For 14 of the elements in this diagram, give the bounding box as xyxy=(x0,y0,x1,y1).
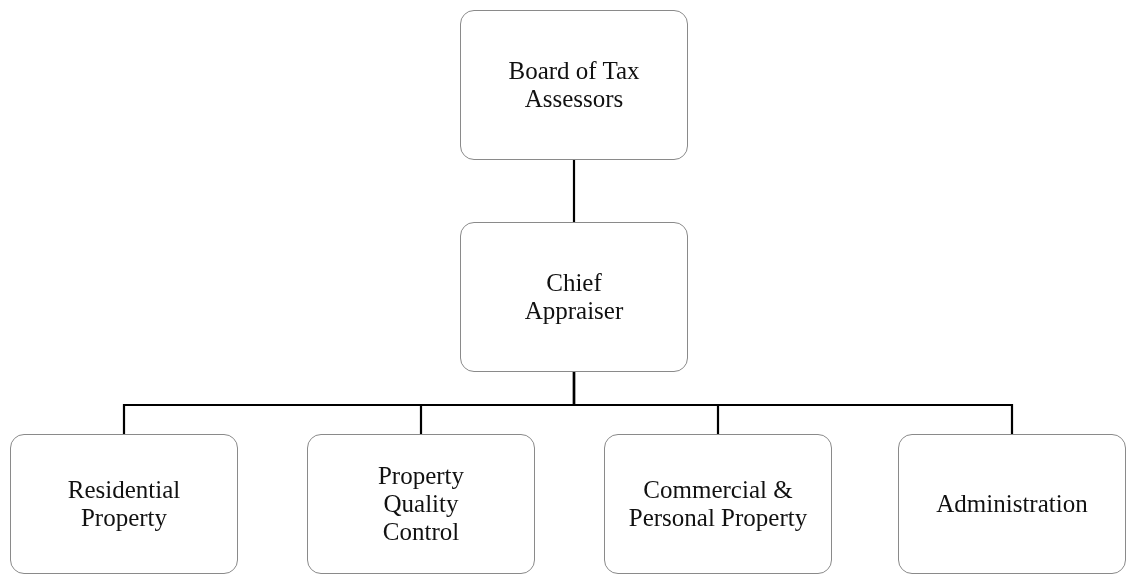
box-label: Board of Tax Assessors xyxy=(507,57,641,113)
box-label: Residential Property xyxy=(66,476,182,532)
org-box xyxy=(307,434,535,574)
box-label: Chief Appraiser xyxy=(523,269,625,325)
connector-line xyxy=(572,372,1014,434)
org-box xyxy=(604,434,832,574)
org-box xyxy=(10,434,238,574)
org-box xyxy=(460,222,688,372)
org-box xyxy=(898,434,1126,574)
connector-line xyxy=(572,160,576,222)
box-label: Administration xyxy=(936,490,1088,518)
box-label: Commercial & Personal Property xyxy=(627,476,809,532)
org-box xyxy=(460,10,688,160)
box-label: Property Quality Control xyxy=(376,462,466,546)
